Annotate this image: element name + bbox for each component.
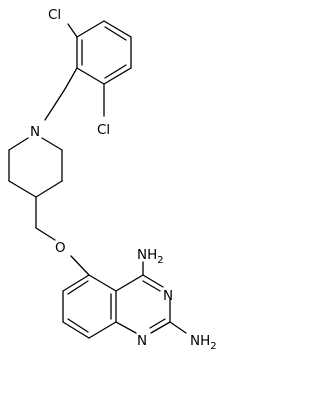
bond-c2-nh2 bbox=[169, 321, 187, 334]
chlorine-label-bottom: Cl bbox=[97, 122, 110, 138]
bond-aryl-4-inner bbox=[104, 64, 127, 79]
bond-c6-c5 bbox=[62, 274, 90, 292]
bond-aryl-5 bbox=[76, 67, 105, 85]
bond-aryl-ch2 bbox=[64, 67, 78, 90]
bond-aryl-4 bbox=[103, 67, 132, 85]
bond-c3-c4 bbox=[35, 180, 63, 198]
quinazoline-pyrimidine-ring bbox=[115, 274, 171, 334]
bond-ch2-n bbox=[44, 88, 66, 121]
dichlorophenyl-ring bbox=[76, 20, 132, 85]
bond-c2-n1-inner bbox=[149, 318, 166, 329]
bond-c8-c7-inner bbox=[67, 318, 89, 333]
bond-n1-c8a bbox=[115, 321, 137, 334]
bond-c-cl-top bbox=[67, 23, 78, 38]
bond-aryl-1 bbox=[76, 20, 105, 38]
oxygen-label-ether: O bbox=[55, 240, 66, 256]
nitrogen-label-piperidine: N bbox=[30, 124, 40, 140]
nitrogen-label-n3: N bbox=[163, 288, 173, 304]
bond-aryl-2-inner bbox=[104, 26, 127, 41]
piperidine-ring bbox=[8, 137, 63, 198]
bond-c4-c5 bbox=[8, 180, 37, 198]
chlorine-label-top: Cl bbox=[48, 7, 61, 23]
quinazoline-benzo-ring bbox=[62, 274, 117, 339]
bond-n-c2 bbox=[41, 137, 63, 151]
bond-c8-c7 bbox=[62, 321, 90, 339]
bond-ch2-o bbox=[35, 227, 56, 241]
bond-aryl-2 bbox=[103, 20, 132, 38]
amino-label-c2: NH2 bbox=[190, 333, 217, 352]
bond-c5-c4a bbox=[88, 274, 117, 292]
amino-label-c4: NH2 bbox=[137, 247, 164, 266]
molecule-structure-diagram: Cl Cl N O N N N bbox=[8, 7, 217, 352]
nitrogen-label-n1: N bbox=[137, 333, 147, 349]
bond-c8a-c8 bbox=[88, 321, 117, 339]
bond-c2-n1 bbox=[150, 321, 171, 334]
bond-c4a-c4 bbox=[115, 274, 144, 292]
bond-c6-n bbox=[8, 137, 29, 151]
bond-c6-c5-inner bbox=[67, 280, 89, 295]
bond-c4-n3-inner bbox=[142, 280, 161, 292]
bond-c4-n3 bbox=[142, 274, 164, 288]
bond-o-c5 bbox=[70, 255, 90, 276]
